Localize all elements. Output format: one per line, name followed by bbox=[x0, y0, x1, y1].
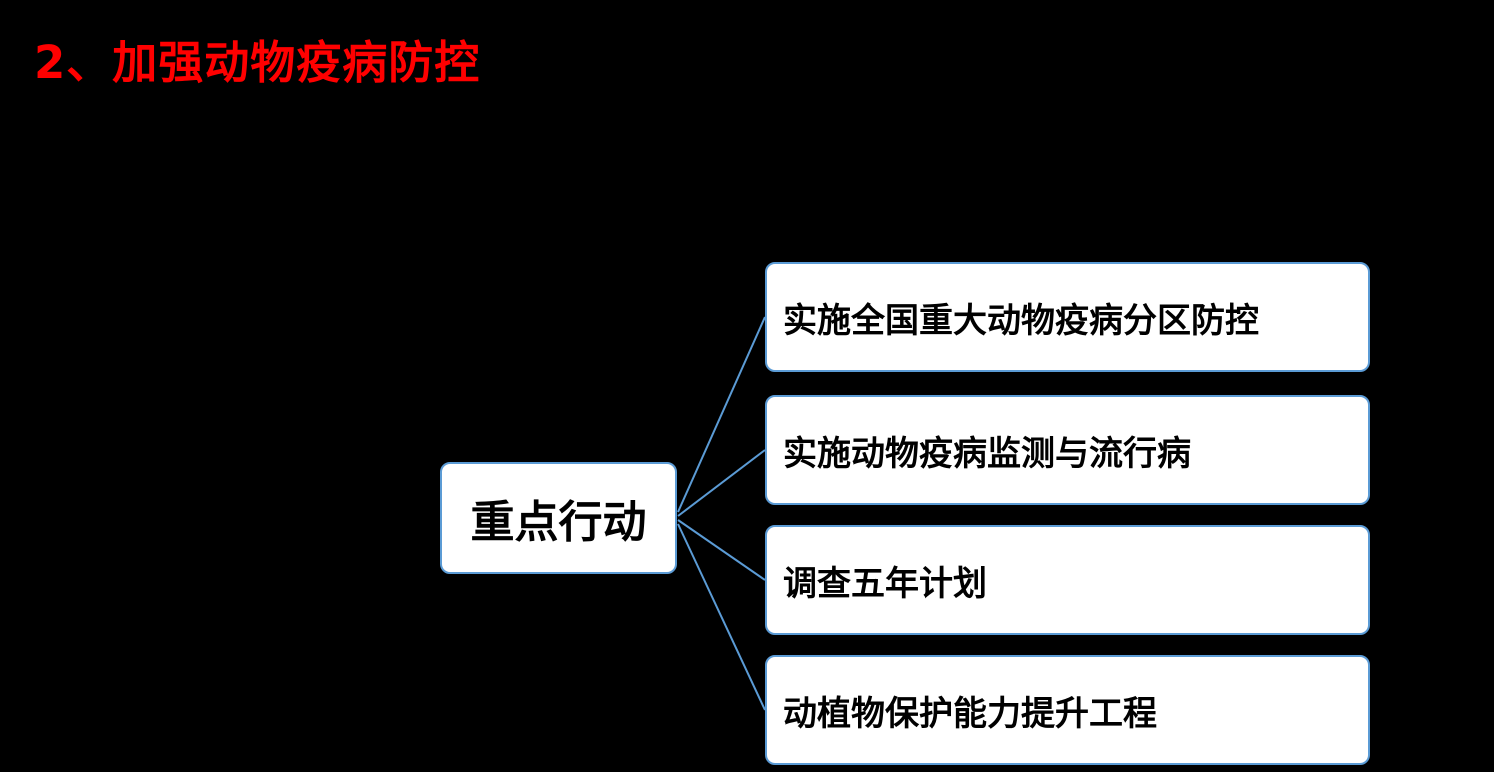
slide-title: 2、加强动物疫病防控 bbox=[34, 36, 481, 89]
diagram-branch-label-2: 实施动物疫病监测与流行病 bbox=[783, 433, 1191, 474]
diagram-root-label: 重点行动 bbox=[470, 497, 647, 548]
diagram-branch-node-2: 实施动物疫病监测与流行病 bbox=[765, 395, 1370, 505]
diagram-branch-label-3: 调查五年计划 bbox=[783, 563, 987, 604]
diagram-branch-node-1: 实施全国重大动物疫病分区防控 bbox=[765, 262, 1370, 372]
diagram-root-node: 重点行动 bbox=[440, 462, 677, 574]
connector-line-1 bbox=[677, 316, 766, 513]
connector-line-4 bbox=[677, 523, 766, 711]
diagram-branch-node-3: 调查五年计划 bbox=[765, 525, 1370, 635]
diagram-branch-label-4: 动植物保护能力提升工程 bbox=[783, 693, 1157, 734]
diagram-branch-label-1: 实施全国重大动物疫病分区防控 bbox=[783, 300, 1259, 341]
connector-line-2 bbox=[677, 449, 766, 517]
diagram-branch-node-4: 动植物保护能力提升工程 bbox=[765, 655, 1370, 765]
connector-line-3 bbox=[677, 519, 766, 581]
